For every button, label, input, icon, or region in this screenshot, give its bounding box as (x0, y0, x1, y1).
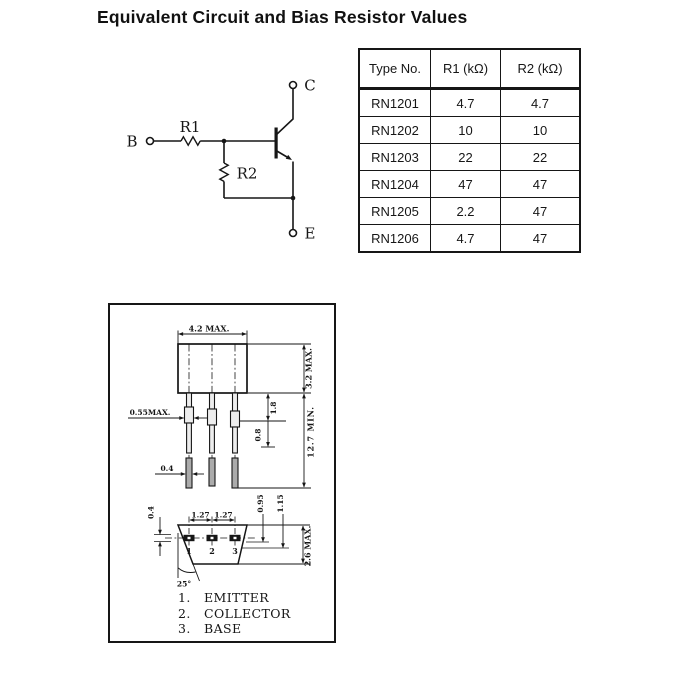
column-header-r2: R2 (kΩ) (500, 48, 581, 90)
pin-legend-name: BASE (204, 621, 242, 636)
r1-cell: 22 (430, 143, 501, 171)
dim-offset-a-label: 0.95 (256, 494, 265, 512)
table-row: RN1206 4.7 47 (358, 224, 581, 253)
pin-pad-2 (206, 534, 218, 542)
type-no-cell: RN1206 (358, 224, 431, 253)
resistor-r1-label: R1 (180, 118, 201, 136)
page-title: Equivalent Circuit and Bias Resistor Val… (97, 7, 468, 27)
package-outline-box: 4.2 MAX. 3.2 MAX. 12.7 MIN. 0.55MAX. 0.4… (108, 303, 336, 643)
terminal-e-node (288, 228, 298, 238)
table-row: RN1205 2.2 47 (358, 197, 581, 225)
table-row: RN1201 4.7 4.7 (358, 88, 581, 117)
circuit-solids (221, 127, 296, 201)
type-no-cell: RN1202 (358, 116, 431, 144)
r2-cell: 47 (500, 197, 581, 225)
dim-lead-length-label: 12.7 MIN. (306, 406, 316, 458)
pin-legend-name: COLLECTOR (204, 605, 291, 621)
pin-legend-item: 1. EMITTER (178, 590, 269, 605)
r1-cell: 2.2 (430, 197, 501, 225)
r2-cell: 47 (500, 224, 581, 253)
junction-dot (221, 138, 227, 144)
lead-3 (229, 392, 241, 489)
dim-pitch-1-label: 1.27 (191, 510, 209, 519)
terminal-c-label: C (304, 77, 315, 95)
front-dimension-lines (128, 330, 311, 489)
pin-legend-name: EMITTER (204, 590, 270, 605)
dim-lead-tip-label: 0.4 (160, 464, 173, 473)
pin-number-2: 2 (209, 546, 215, 556)
type-no-cell: RN1205 (358, 197, 431, 225)
bottom-construction-lines (177, 533, 200, 582)
equivalent-circuit-diagram: B C E R1 R2 (126, 77, 316, 243)
type-no-cell: RN1204 (358, 170, 431, 198)
dim-pin-thickness-label: 0.4 (147, 506, 156, 519)
resistor-r2-label: R2 (237, 165, 258, 183)
dim-body-height-label: 3.2 MAX. (304, 348, 314, 389)
bottom-dimension-labels: 1.27 1.27 0.4 0.95 1.15 2.6 MAX. 25° 1 2… (147, 494, 313, 588)
circuit-wires (145, 80, 298, 238)
r2-cell: 4.7 (500, 88, 581, 117)
pin-pad-1 (183, 534, 195, 542)
lead-2 (206, 392, 218, 487)
package-bottom-outline (176, 524, 248, 565)
collector-wire (275, 88, 294, 136)
dim-shoulder-width-label: 0.8 (254, 428, 263, 441)
package-bottom-view: 1.27 1.27 0.4 0.95 1.15 2.6 MAX. 25° 1 2… (147, 494, 313, 588)
transistor-base-bar (274, 127, 278, 159)
bottom-pins (183, 534, 241, 542)
terminal-b-label: B (126, 133, 137, 151)
r1-cell: 4.7 (430, 88, 501, 117)
emitter-wire (275, 149, 288, 158)
terminal-e-label: E (305, 225, 316, 243)
bias-resistor-table: Type No. R1 (kΩ) R2 (kΩ) RN1201 4.7 4.7 … (358, 48, 581, 253)
resistor-r1-symbol (180, 135, 201, 147)
package-body (177, 343, 248, 394)
r1-cell: 47 (430, 170, 501, 198)
type-no-cell: RN1203 (358, 143, 431, 171)
package-leads (183, 392, 241, 489)
terminal-b-node (145, 136, 155, 146)
front-dimension-labels: 4.2 MAX. 3.2 MAX. 12.7 MIN. 0.55MAX. 0.4… (130, 324, 316, 474)
column-header-r1: R1 (kΩ) (430, 48, 501, 90)
table-header-row: Type No. R1 (kΩ) R2 (kΩ) (358, 48, 581, 90)
resistor-r2-symbol (218, 162, 230, 183)
dim-lead-width-label: 0.55MAX. (130, 408, 171, 417)
dim-pitch-2-label: 1.27 (214, 510, 232, 519)
r2-cell: 22 (500, 143, 581, 171)
pin-legend-number: 2. (178, 605, 191, 621)
pin-pad-3 (229, 534, 241, 542)
emitter-arrow (285, 154, 292, 160)
package-front-view: 4.2 MAX. 3.2 MAX. 12.7 MIN. 0.55MAX. 0.4… (128, 324, 316, 489)
table-row: RN1203 22 22 (358, 143, 581, 171)
pin-number-3: 3 (232, 546, 238, 556)
lead-1 (183, 392, 195, 489)
type-no-cell: RN1201 (358, 88, 431, 117)
r1-cell: 10 (430, 116, 501, 144)
r2-cell: 10 (500, 116, 581, 144)
dim-body-width-label: 4.2 MAX. (189, 324, 230, 334)
package-outline-drawing: 4.2 MAX. 3.2 MAX. 12.7 MIN. 0.55MAX. 0.4… (128, 324, 316, 589)
pin-legend-number: 1. (178, 590, 191, 605)
pin-legend-item: 2. COLLECTOR (178, 606, 291, 621)
pin-legend-number: 3. (178, 621, 191, 636)
table-row: RN1204 47 47 (358, 170, 581, 198)
pin-legend-item: 3. BASE (178, 621, 242, 636)
terminal-c-node (288, 80, 298, 90)
r1-cell: 4.7 (430, 224, 501, 253)
dim-body-depth-label: 2.6 MAX. (303, 525, 313, 566)
dim-offset-b-label: 1.15 (276, 494, 285, 512)
r2-cell: 47 (500, 170, 581, 198)
pin-number-1: 1 (186, 546, 192, 556)
column-header-type: Type No. (358, 48, 431, 90)
bottom-dimension-lines (154, 514, 310, 565)
dim-shoulder-label: 1.8 (269, 401, 278, 414)
junction-dot (290, 195, 296, 201)
table-row: RN1202 10 10 (358, 116, 581, 144)
dim-chamfer-angle-label: 25° (177, 580, 191, 589)
